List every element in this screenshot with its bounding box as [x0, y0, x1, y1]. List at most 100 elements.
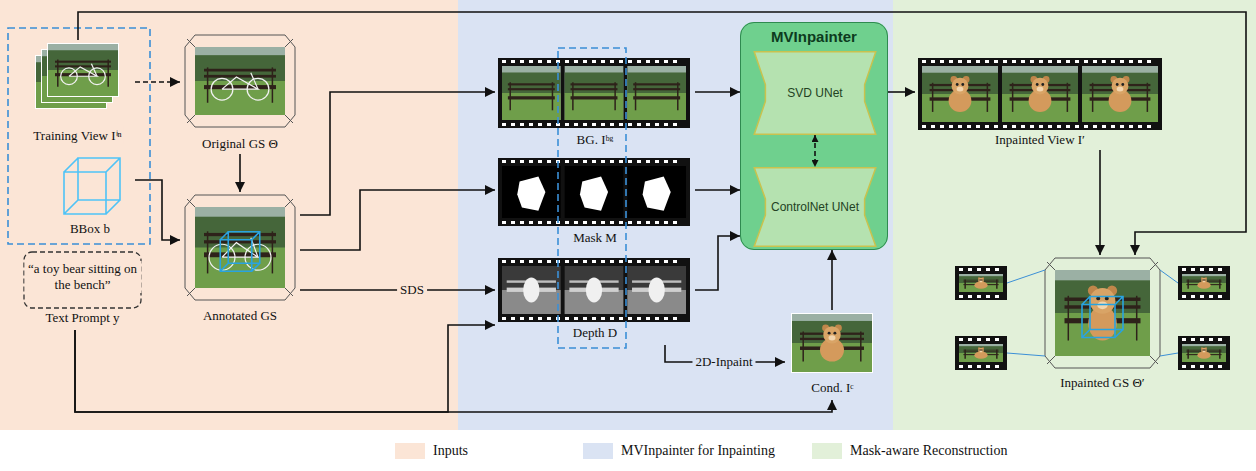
bench-leg	[964, 349, 966, 358]
bench-seat	[204, 252, 276, 257]
sprocket-hole	[986, 365, 990, 368]
bbox-input: BBox b	[45, 145, 135, 240]
node-label: BBox b	[68, 221, 112, 237]
sprocket-hole	[547, 160, 551, 163]
sprocket-hole	[931, 125, 935, 128]
sprocket-hole	[1111, 60, 1115, 63]
sprocket-hole	[592, 160, 596, 163]
film-strip	[1178, 336, 1230, 370]
sprocket-hole	[968, 295, 972, 298]
sprocket-hole	[949, 125, 953, 128]
sprocket-hole	[520, 60, 524, 63]
sprocket-hole	[646, 260, 650, 263]
sprocket-hole	[986, 295, 990, 298]
sprocket-hole	[967, 60, 971, 63]
film-strip	[918, 58, 1162, 130]
sprocket-hole	[1182, 365, 1186, 368]
node-label: ControlNet UNet	[769, 200, 861, 214]
sprocket-hole	[601, 160, 605, 163]
sprocket-hole	[601, 123, 605, 126]
sprocket-hole	[637, 60, 641, 63]
sprocket-hole	[1075, 125, 1079, 128]
scene-image	[1055, 270, 1150, 356]
bench-leg	[1136, 296, 1138, 341]
sprocket-hole	[673, 60, 677, 63]
film-base	[498, 158, 690, 226]
sprocket-hole	[520, 160, 524, 163]
node-label: MVInpainter	[769, 28, 859, 45]
bike-handle	[91, 64, 97, 76]
sprocket-hole	[673, 160, 677, 163]
sprocket-hole	[610, 260, 614, 263]
film-base	[955, 266, 1007, 300]
bench-back	[508, 83, 555, 85]
scene-sky	[1002, 66, 1078, 122]
sprocket-hole	[619, 317, 623, 320]
sprocket-hole	[547, 123, 551, 126]
flow-arrow	[695, 91, 740, 93]
scene-box-edge	[1047, 356, 1055, 364]
sprocket-hole	[1147, 125, 1151, 128]
sprocket-hole	[985, 60, 989, 63]
bike-frame	[222, 243, 258, 258]
bench-back	[204, 240, 276, 243]
legend-item: MVInpainter for Inpainting	[583, 443, 775, 459]
sprocket-hole	[1191, 268, 1195, 271]
sprocket-hole	[583, 123, 587, 126]
sprocket-hole	[673, 221, 677, 224]
scene-sky	[1182, 344, 1226, 362]
legend-swatch	[583, 443, 613, 459]
sprocket-hole	[976, 125, 980, 128]
flow-arrow	[75, 325, 495, 412]
unet-hourglass: ControlNet UNet	[753, 167, 877, 247]
sprocket-hole	[529, 160, 533, 163]
scene-trees	[1082, 73, 1158, 95]
film-base	[1178, 336, 1230, 370]
sprocket-hole	[610, 317, 614, 320]
bench-back	[55, 61, 111, 63]
bench-leg	[614, 82, 616, 110]
bear-muzzle	[957, 86, 964, 91]
film-base	[955, 336, 1007, 370]
bear-muzzle	[980, 351, 982, 353]
sprocket-hole	[1200, 365, 1204, 368]
sprocket-hole	[1147, 60, 1151, 63]
scene-sky	[565, 66, 624, 120]
flow-arrow	[695, 236, 740, 290]
sprocket-hole	[1021, 60, 1025, 63]
sprocket-hole	[1191, 338, 1195, 341]
bear-head	[1032, 78, 1049, 95]
scene-box-edge	[187, 199, 195, 207]
sprocket-hole	[1200, 268, 1204, 271]
scene-trees	[1002, 73, 1078, 95]
sprocket-hole	[1182, 268, 1186, 271]
sprocket-hole	[574, 221, 578, 224]
sprocket-hole	[655, 221, 659, 224]
bench-back	[204, 233, 276, 236]
sprocket-hole	[592, 60, 596, 63]
sprocket-hole	[511, 160, 515, 163]
sprocket-hole	[502, 160, 506, 163]
edge-label: SDS	[397, 282, 427, 298]
scene-sky	[959, 344, 1003, 362]
sprocket-hole	[547, 221, 551, 224]
sprocket-hole	[628, 123, 632, 126]
sprocket-hole	[592, 123, 596, 126]
bear-eye	[1204, 349, 1205, 350]
bench-leg	[802, 331, 804, 361]
bear-eye	[828, 332, 831, 335]
bear-eye	[956, 83, 959, 86]
sprocket-hole	[565, 60, 569, 63]
sprocket-hole	[502, 123, 506, 126]
sprocket-hole	[601, 60, 605, 63]
image-thumb: Cond. Iᶜ	[785, 310, 880, 400]
bear-eye	[979, 349, 980, 350]
sprocket-hole	[1191, 365, 1195, 368]
node-label: Mask M	[571, 230, 619, 246]
sprocket-hole	[565, 317, 569, 320]
gaussian-scene: Annotated GS	[180, 192, 300, 328]
film-strip-node: Inpainted View I′	[915, 55, 1165, 150]
